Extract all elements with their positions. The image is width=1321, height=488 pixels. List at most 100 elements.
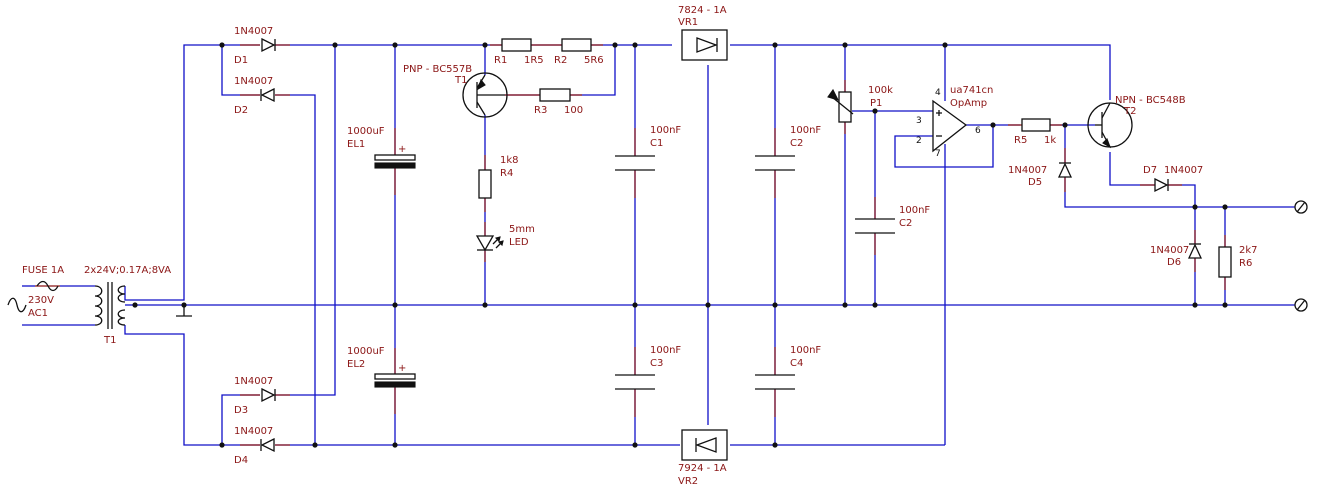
d3-value: 1N4007: [234, 376, 273, 387]
resistor-icon: [478, 169, 492, 199]
r6-ref: R6: [1239, 258, 1252, 269]
led-icon: [475, 235, 495, 252]
d4-ref: D4: [234, 455, 248, 466]
opamp-type: ua741cn: [950, 85, 993, 96]
pnp-type: PNP - BC557B: [403, 64, 472, 75]
c3-ref: C3: [650, 358, 663, 369]
capacitor-c2-upper: 100nF C2: [755, 125, 821, 171]
r5-ref: R5: [1014, 135, 1027, 146]
capacitor-icon: [855, 218, 895, 234]
r2-ref: R2: [554, 55, 567, 66]
transformer-ref: T1: [103, 335, 116, 346]
el1-plus: +: [398, 144, 406, 155]
p1-ref: P1: [870, 98, 882, 109]
r4-value: 1k8: [500, 155, 519, 166]
diode-icon: [260, 437, 275, 453]
opamp-pin-6: 6: [975, 126, 981, 136]
output-terminal-positive: [1294, 200, 1308, 214]
regulator-vr2: 7924 - 1A VR2: [678, 429, 728, 487]
d1-value: 1N4007: [234, 26, 273, 37]
pnp-ref: T1: [454, 75, 467, 86]
d4-value: 1N4007: [234, 426, 273, 437]
led-ref: LED: [509, 237, 529, 248]
d1-ref: D1: [234, 55, 248, 66]
ac-source: 230V AC1: [7, 295, 54, 319]
diode-icon: [260, 87, 275, 103]
d7-value: 1N4007: [1164, 165, 1203, 176]
r4-ref: R4: [500, 168, 513, 179]
resistor-icon: [539, 88, 571, 102]
fuse: FUSE 1A: [22, 265, 64, 292]
d5-ref: D5: [1028, 177, 1042, 188]
opamp-ref: OpAmp: [950, 98, 987, 109]
polarized-capacitor-icon: [374, 373, 416, 380]
r1-ref: R1: [494, 55, 507, 66]
resistor-r2: R2 5R6: [554, 38, 604, 66]
capacitor-el1: + 1000uF EL1: [347, 126, 416, 169]
diode-d5: 1N4007 D5: [1008, 162, 1073, 188]
diode-icon: [1057, 162, 1073, 178]
capacitor-c2-lower: 100nF C2: [855, 205, 930, 234]
diode-icon: [261, 37, 276, 53]
diode-d7: D7 1N4007: [1143, 165, 1203, 193]
c1-ref: C1: [650, 138, 663, 149]
fuse-label: FUSE 1A: [22, 265, 64, 276]
npn-type: NPN - BC548B: [1115, 95, 1186, 106]
c2a-ref: C2: [790, 138, 803, 149]
c4-value: 100nF: [790, 345, 821, 356]
transistor-npn-t2: NPN - BC548B T2: [1087, 95, 1186, 149]
opamp-pin-2: 2: [916, 136, 922, 146]
fuse-icon: [36, 280, 59, 292]
resistor-r3: R3 100: [534, 88, 583, 116]
resistor-icon: [1021, 118, 1051, 132]
npn-ref: T2: [1123, 106, 1136, 117]
ac-source-ref: AC1: [28, 308, 48, 319]
regulator-vr1: 7824 - 1A VR1: [678, 5, 728, 61]
c1-value: 100nF: [650, 125, 681, 136]
capacitor-icon: [615, 374, 655, 390]
capacitor-icon: [615, 155, 655, 171]
transformer-t1: 2x24V;0.17A;8VA T1: [84, 265, 171, 346]
vr2-type: 7924 - 1A: [678, 463, 727, 474]
junctions: [132, 42, 1228, 448]
diode-d4: 1N4007 D4: [234, 426, 275, 466]
opamp: ua741cn OpAmp 3 2 4 6 7: [916, 85, 993, 159]
opamp-pin-4: 4: [935, 88, 941, 98]
r5-value: 1k: [1044, 135, 1056, 146]
c2b-ref: C2: [899, 218, 912, 229]
r2-value: 5R6: [584, 55, 604, 66]
polarized-capacitor-icon: [374, 154, 416, 161]
diode-icon: [1187, 243, 1203, 259]
capacitor-el2: + 1000uF EL2: [347, 346, 416, 388]
capacitor-icon: [755, 155, 795, 171]
diode-d6: 1N4007 D6: [1150, 243, 1203, 268]
d2-ref: D2: [234, 105, 248, 116]
vr1-ref: VR1: [678, 17, 698, 28]
d5-value: 1N4007: [1008, 165, 1047, 176]
d2-value: 1N4007: [234, 76, 273, 87]
diode-icon: [1154, 177, 1169, 193]
led: 5mm LED: [475, 224, 535, 252]
r1-value: 1R5: [524, 55, 544, 66]
capacitor-c1: 100nF C1: [615, 125, 681, 171]
d6-ref: D6: [1167, 257, 1181, 268]
el1-ref: EL1: [347, 139, 365, 150]
capacitor-icon: [755, 374, 795, 390]
potentiometer-p1: 100k P1: [827, 85, 893, 123]
resistor-r5: R5 1k: [1014, 118, 1056, 146]
resistor-icon: [501, 38, 532, 52]
diode-d2: 1N4007 D2: [234, 76, 275, 116]
d7-ref: D7: [1143, 165, 1157, 176]
resistor-icon: [561, 38, 592, 52]
d3-ref: D3: [234, 405, 248, 416]
resistor-r4: 1k8 R4: [478, 155, 519, 199]
r6-value: 2k7: [1239, 245, 1258, 256]
vr1-type: 7824 - 1A: [678, 5, 727, 16]
component-leads: [35, 44, 1226, 446]
c2b-value: 100nF: [899, 205, 930, 216]
ac-source-icon: [7, 297, 27, 313]
capacitor-c3: 100nF C3: [615, 345, 681, 390]
r3-ref: R3: [534, 105, 547, 116]
led-value: 5mm: [509, 224, 535, 235]
